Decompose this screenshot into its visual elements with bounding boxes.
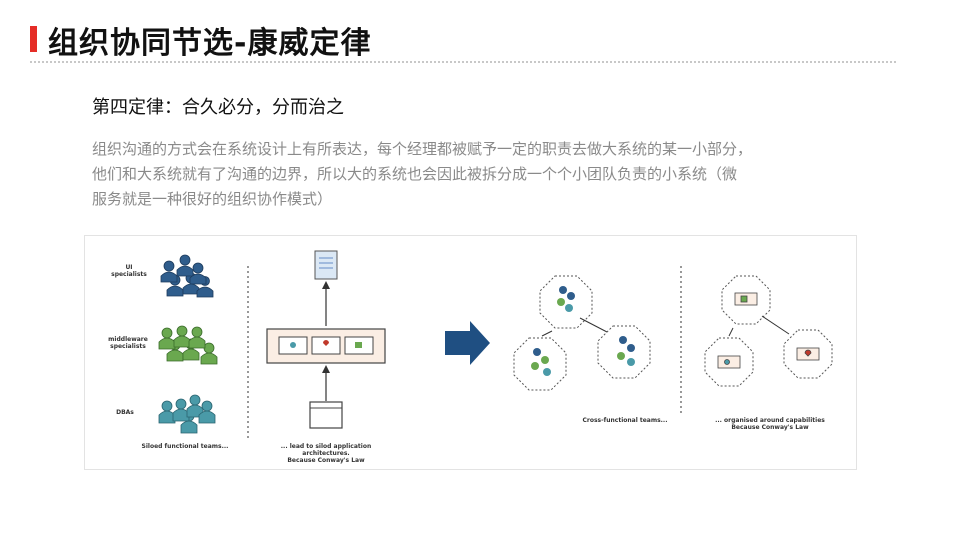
document-icon [314, 250, 338, 280]
conways-law-diagram: UI specialists middleware specialists DB… [84, 235, 857, 470]
page-title: 组织协同节选-康威定律 [48, 26, 372, 61]
siloed-application-box [266, 328, 386, 364]
section-body: 组织沟通的方式会在系统设计上有所表达，每个经理都被赋予一定的职责去做大系统的某一… [92, 137, 872, 212]
diagram-canvas [158, 250, 833, 441]
cross-functional-team-icon [531, 286, 635, 376]
middleware-specialists-label: middleware specialists [108, 336, 148, 350]
title-accent-bar [30, 26, 37, 52]
siloed-teams-label: Siloed functional teams... [141, 443, 229, 450]
capability-service-icon [717, 292, 820, 369]
cross-functional-team-octagon [513, 275, 651, 391]
transform-arrow-icon [445, 321, 490, 365]
dbas-label: DBAs [116, 409, 134, 416]
middleware-team-icon [158, 325, 218, 365]
ui-team-icon [160, 254, 214, 298]
arrow-head [322, 281, 330, 289]
ui-specialists-label: UI specialists [111, 264, 147, 278]
title-divider [30, 61, 896, 63]
siloed-arch-label: ... lead to silod application architectu… [280, 443, 372, 464]
capability-service-octagon [704, 275, 833, 387]
arrow-head [322, 365, 330, 373]
body-line: 他们和大系统就有了沟通的边界，所以大的系统也会因此被拆分成一个个小团队负责的小系… [92, 165, 738, 183]
section-subtitle: 第四定律：合久必分，分而治之 [92, 97, 344, 118]
cross-functional-label: Cross-functional teams... [582, 417, 668, 424]
capability-label: ... organised around capabilities Becaus… [715, 417, 825, 431]
dba-team-icon [158, 394, 216, 434]
body-line: 服务就是一种很好的组织协作模式） [92, 190, 333, 208]
database-icon [309, 401, 343, 429]
body-line: 组织沟通的方式会在系统设计上有所表达，每个经理都被赋予一定的职责去做大系统的某一… [92, 140, 753, 158]
